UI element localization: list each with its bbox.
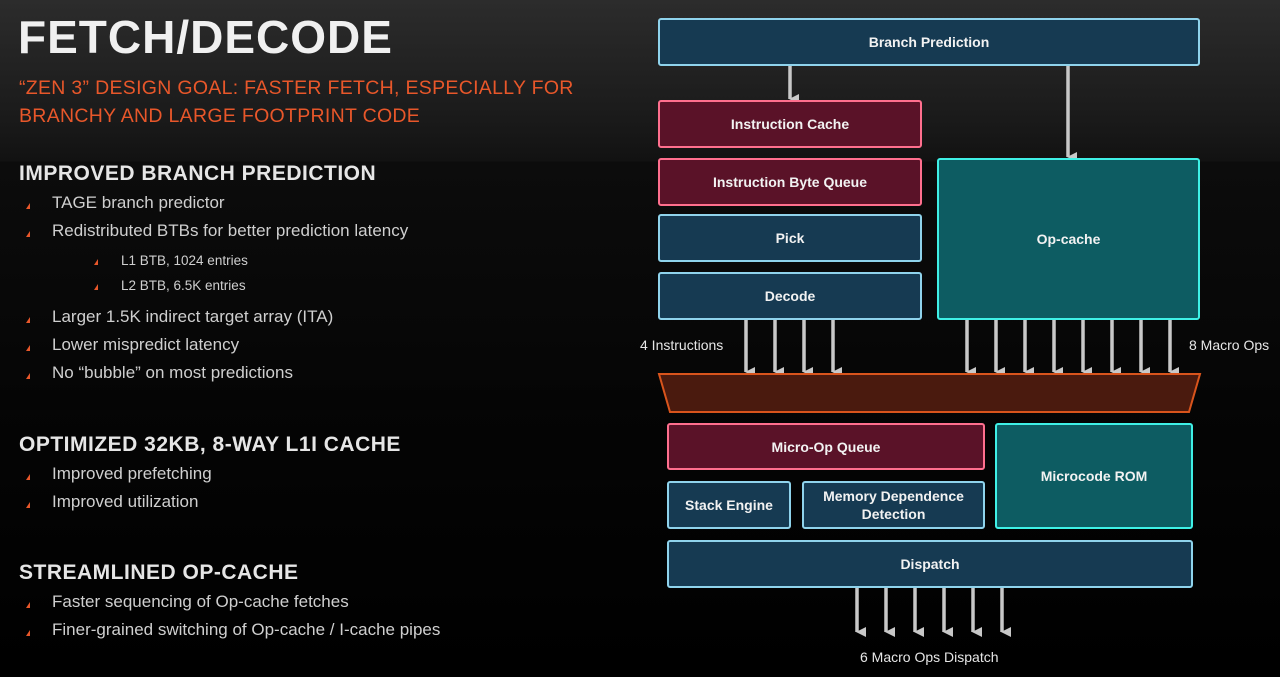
pick-block: Pick <box>658 214 922 262</box>
bullet-icon <box>94 284 98 290</box>
list-item: Improved prefetching <box>0 464 212 492</box>
list-item: L2 BTB, 6.5K entries <box>0 274 408 299</box>
eight-macro-ops-label: 8 Macro Ops <box>1189 337 1270 353</box>
four-instructions-label: 4 Instructions <box>640 337 724 353</box>
bullet-icon <box>26 231 30 237</box>
l1i-cache-list: Improved prefetching Improved utilizatio… <box>0 464 212 520</box>
six-macro-ops-dispatch-label: 6 Macro Ops Dispatch <box>860 649 999 665</box>
op-mux-bar <box>657 373 1202 413</box>
bullet-icon <box>26 502 30 508</box>
list-item: TAGE branch predictor <box>0 193 408 221</box>
stack-engine-block: Stack Engine <box>667 481 791 529</box>
micro-op-queue-block: Micro-Op Queue <box>667 423 985 470</box>
list-item: Improved utilization <box>0 492 212 520</box>
bullet-icon <box>26 345 30 351</box>
bullet-icon <box>94 259 98 265</box>
instruction-cache-block: Instruction Cache <box>658 100 922 148</box>
instruction-byte-queue-block: Instruction Byte Queue <box>658 158 922 206</box>
list-item: Redistributed BTBs for better prediction… <box>0 221 408 249</box>
section-heading-branch-prediction: IMPROVED BRANCH PREDICTION <box>19 162 377 185</box>
list-item: Faster sequencing of Op-cache fetches <box>0 592 440 620</box>
slide-subtitle: “ZEN 3” DESIGN GOAL: FASTER FETCH, ESPEC… <box>19 77 574 127</box>
bullet-icon <box>26 317 30 323</box>
microcode-rom-block: Microcode ROM <box>995 423 1193 529</box>
section-heading-l1i-cache: OPTIMIZED 32KB, 8-WAY L1I CACHE <box>19 433 401 456</box>
bullet-icon <box>26 630 30 636</box>
decode-block: Decode <box>658 272 922 320</box>
list-item: No “bubble” on most predictions <box>0 363 408 391</box>
list-item: L1 BTB, 1024 entries <box>0 249 408 274</box>
bullet-icon <box>26 602 30 608</box>
list-item: Finer-grained switching of Op-cache / I-… <box>0 620 440 648</box>
memory-dependence-detection-block: Memory Dependence Detection <box>802 481 985 529</box>
branch-prediction-list: TAGE branch predictor Redistributed BTBs… <box>0 193 408 391</box>
op-cache-list: Faster sequencing of Op-cache fetches Fi… <box>0 592 440 648</box>
section-heading-op-cache: STREAMLINED OP-CACHE <box>19 561 299 584</box>
bullet-icon <box>26 203 30 209</box>
bullet-icon <box>26 474 30 480</box>
branch-prediction-block: Branch Prediction <box>658 18 1200 66</box>
list-item: Larger 1.5K indirect target array (ITA) <box>0 307 408 335</box>
dispatch-block: Dispatch <box>667 540 1193 588</box>
op-cache-block: Op-cache <box>937 158 1200 320</box>
list-item: Lower mispredict latency <box>0 335 408 363</box>
slide-title: FETCH/DECODE <box>18 11 393 63</box>
bullet-icon <box>26 373 30 379</box>
